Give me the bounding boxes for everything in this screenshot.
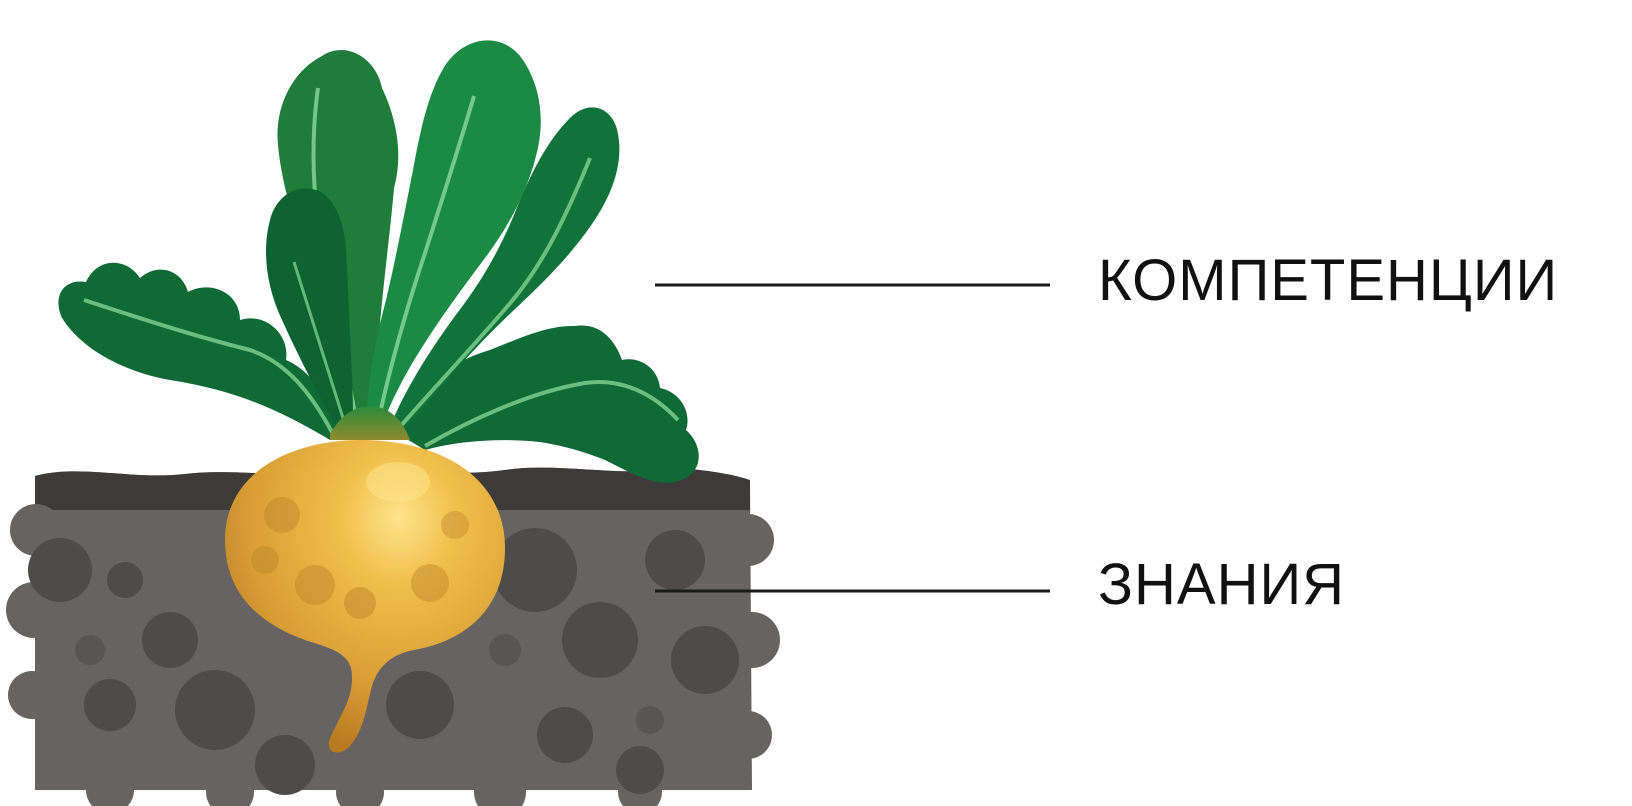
- competencies-label: КОМПЕТЕНЦИИ: [1098, 252, 1558, 310]
- knowledge-label: ЗНАНИЯ: [1098, 556, 1345, 614]
